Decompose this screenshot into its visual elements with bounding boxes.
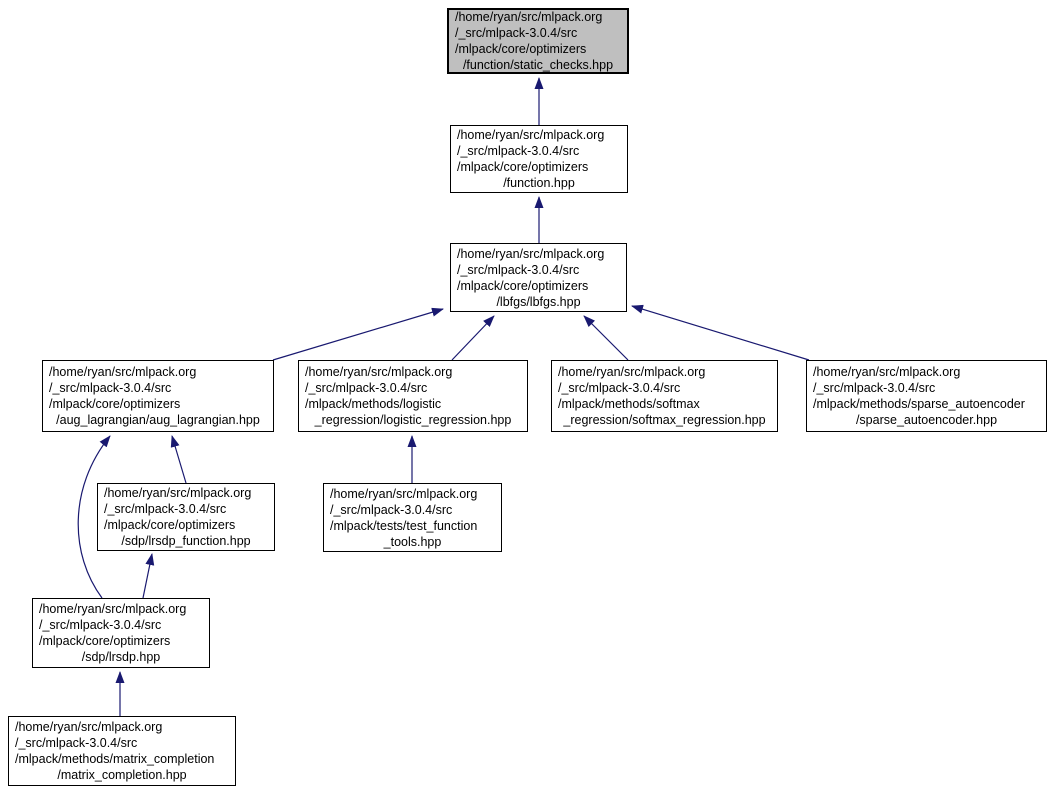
node-path-line: _tools.hpp: [383, 534, 442, 549]
node-aug-lagrangian-hpp[interactable]: /home/ryan/src/mlpack.org /_src/mlpack-3…: [42, 360, 274, 432]
node-path-line: /_src/mlpack-3.0.4/src: [455, 26, 578, 40]
node-path-line: /home/ryan/src/mlpack.org: [39, 602, 187, 616]
node-lbfgs-hpp[interactable]: /home/ryan/src/mlpack.org /_src/mlpack-3…: [450, 243, 627, 312]
node-lrsdp-hpp[interactable]: /home/ryan/src/mlpack.org /_src/mlpack-3…: [32, 598, 210, 668]
node-path-line: /home/ryan/src/mlpack.org: [457, 128, 605, 142]
node-path-line: /_src/mlpack-3.0.4/src: [558, 381, 681, 395]
node-lrsdp-function-hpp[interactable]: /home/ryan/src/mlpack.org /_src/mlpack-3…: [97, 483, 275, 551]
node-path-line: /_src/mlpack-3.0.4/src: [457, 262, 580, 277]
node-path-line: /_src/mlpack-3.0.4/src: [49, 381, 172, 395]
node-function-hpp[interactable]: /home/ryan/src/mlpack.org /_src/mlpack-3…: [450, 125, 628, 193]
node-path-line: /mlpack/core/optimizers: [455, 42, 587, 56]
node-logistic-regression-hpp[interactable]: /home/ryan/src/mlpack.org /_src/mlpack-3…: [298, 360, 528, 432]
node-matrix-completion-hpp[interactable]: /home/ryan/src/mlpack.org /_src/mlpack-3…: [8, 716, 236, 786]
node-path-line: /mlpack/core/optimizers: [49, 397, 181, 411]
edge-logistic-regression-to-lbfgs: [451, 315, 495, 361]
edge-sparse-autoencoder-to-lbfgs: [631, 304, 810, 361]
edge-lrsdp-to-aug-lagrangian: [77, 435, 111, 599]
node-path-line: /mlpack/methods/matrix_completion: [15, 752, 215, 766]
node-path-line: /mlpack/tests/test_function: [330, 518, 478, 533]
node-path-line: /mlpack/core/optimizers: [39, 634, 171, 648]
node-path-line: /mlpack/core/optimizers: [457, 278, 589, 293]
node-static-checks-hpp: /home/ryan/src/mlpack.org /_src/mlpack-3…: [447, 8, 629, 74]
node-path-line: /function/static_checks.hpp: [462, 58, 614, 72]
node-path-line: /_src/mlpack-3.0.4/src: [39, 618, 162, 632]
node-softmax-regression-hpp[interactable]: /home/ryan/src/mlpack.org /_src/mlpack-3…: [551, 360, 778, 432]
node-path-line: /_src/mlpack-3.0.4/src: [813, 381, 936, 395]
node-path-line: /mlpack/methods/logistic: [305, 397, 442, 411]
node-path-line: /mlpack/methods/sparse_autoencoder: [813, 397, 1025, 411]
node-test-function-tools-hpp[interactable]: /home/ryan/src/mlpack.org /_src/mlpack-3…: [323, 483, 502, 552]
node-path-line: _regression/softmax_regression.hpp: [563, 413, 766, 427]
edge-softmax-regression-to-lbfgs: [583, 315, 629, 361]
node-path-line: /home/ryan/src/mlpack.org: [813, 365, 961, 379]
edge-lrsdp-to-lrsdp-function: [142, 553, 155, 599]
node-path-line: /mlpack/core/optimizers: [104, 518, 236, 532]
node-path-line: /mlpack/core/optimizers: [457, 160, 589, 174]
node-path-line: /home/ryan/src/mlpack.org: [49, 365, 197, 379]
node-path-line: /aug_lagrangian/aug_lagrangian.hpp: [56, 413, 260, 427]
node-path-line: /home/ryan/src/mlpack.org: [305, 365, 453, 379]
node-path-line: /home/ryan/src/mlpack.org: [558, 365, 706, 379]
node-path-line: /_src/mlpack-3.0.4/src: [330, 502, 453, 517]
node-path-line: /lbfgs/lbfgs.hpp: [496, 294, 581, 309]
node-path-line: /sdp/lrsdp_function.hpp: [121, 534, 251, 548]
node-path-line: /_src/mlpack-3.0.4/src: [457, 144, 580, 158]
edge-lrsdp-function-to-aug-lagrangian: [170, 435, 187, 484]
node-path-line: /mlpack/methods/softmax: [558, 397, 700, 411]
node-path-line: /function.hpp: [503, 176, 575, 190]
node-path-line: /home/ryan/src/mlpack.org: [330, 486, 478, 501]
node-path-line: /sdp/lrsdp.hpp: [81, 650, 161, 664]
node-path-line: /home/ryan/src/mlpack.org: [104, 486, 252, 500]
node-path-line: /home/ryan/src/mlpack.org: [15, 720, 163, 734]
node-path-line: /home/ryan/src/mlpack.org: [455, 10, 603, 24]
node-path-line: /home/ryan/src/mlpack.org: [457, 246, 605, 261]
node-path-line: /_src/mlpack-3.0.4/src: [15, 736, 138, 750]
node-path-line: /matrix_completion.hpp: [57, 768, 187, 782]
edge-aug-lagrangian-to-lbfgs: [272, 307, 444, 361]
node-path-line: /_src/mlpack-3.0.4/src: [305, 381, 428, 395]
node-path-line: _regression/logistic_regression.hpp: [314, 413, 512, 427]
node-path-line: /sparse_autoencoder.hpp: [855, 413, 998, 427]
node-sparse-autoencoder-hpp[interactable]: /home/ryan/src/mlpack.org /_src/mlpack-3…: [806, 360, 1047, 432]
node-path-line: /_src/mlpack-3.0.4/src: [104, 502, 227, 516]
